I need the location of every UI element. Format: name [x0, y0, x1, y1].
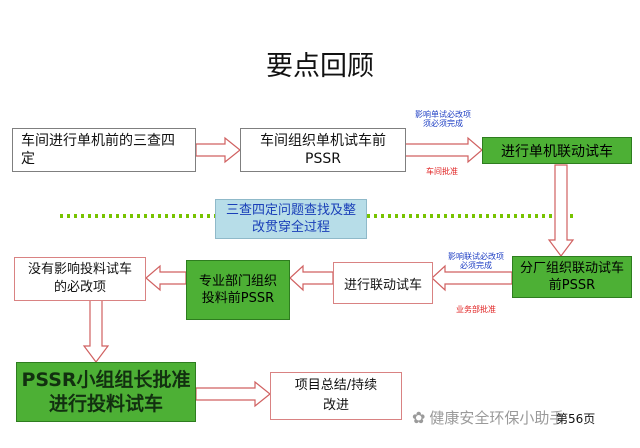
note-linked-must-fix: 影响联试必改项必须完成	[448, 252, 504, 270]
step-approve-feed: PSSR小组组长批准进行投料试车	[16, 362, 196, 422]
arrow-b7-b8	[145, 264, 187, 292]
step-no-must-fix-label: 没有影响投料试车的必改项	[27, 262, 132, 295]
step-single-pssr: 车间组织单机试车前PSSR	[240, 128, 406, 172]
note-single-must-fix: 影响单试必改项须必须完成	[415, 110, 471, 128]
arrow-b8-b9	[82, 299, 110, 363]
arrow-b2-b3	[404, 136, 483, 164]
page-title: 要点回顾	[266, 51, 374, 82]
wechat-icon: ✿	[412, 407, 426, 427]
step-no-must-fix: 没有影响投料试车的必改项	[14, 257, 146, 301]
step-approve-feed-label: PSSR小组组长批准进行投料试车	[21, 369, 191, 415]
step-feed-pssr-label: 专业部门组织投料前PSSR	[198, 274, 277, 306]
page-number: 第56页	[556, 412, 596, 426]
step-continuous-check-label: 三查四定问题查找及整改贯穿全过程	[225, 203, 356, 235]
step-three-checks-label: 车间进行单机前的三查四定	[21, 133, 175, 167]
arrow-b1-b2	[195, 136, 241, 164]
step-single-run: 进行单机联动试车	[482, 137, 632, 164]
step-linked-pssr: 分厂组织联动试车前PSSR	[512, 256, 632, 298]
step-linked-run-label: 进行联动试车	[343, 277, 422, 293]
arrow-b9-b10	[195, 380, 271, 408]
step-three-checks: 车间进行单机前的三查四定	[12, 128, 196, 172]
step-linked-run: 进行联动试车	[333, 262, 433, 304]
note-workshop-approve: 车间批准	[426, 167, 458, 176]
arrow-b3-b5	[547, 164, 575, 257]
watermark: ✿ 健康安全环保小助手	[412, 404, 638, 430]
note-business-approve: 业务部批准	[456, 305, 496, 314]
step-single-pssr-label: 车间组织单机试车前PSSR	[260, 133, 386, 167]
step-summary-label: 项目总结/持续改进	[294, 378, 378, 413]
watermark-text: 健康安全环保小助手	[429, 408, 565, 427]
arrow-b5-b6	[431, 264, 513, 292]
arrow-b6-b7	[289, 264, 334, 292]
step-feed-pssr: 专业部门组织投料前PSSR	[186, 260, 290, 320]
step-single-run-label: 进行单机联动试车	[501, 143, 613, 160]
step-continuous-check: 三查四定问题查找及整改贯穿全过程	[215, 199, 367, 239]
step-summary: 项目总结/持续改进	[270, 372, 402, 420]
step-linked-pssr-label: 分厂组织联动试车前PSSR	[519, 261, 624, 293]
